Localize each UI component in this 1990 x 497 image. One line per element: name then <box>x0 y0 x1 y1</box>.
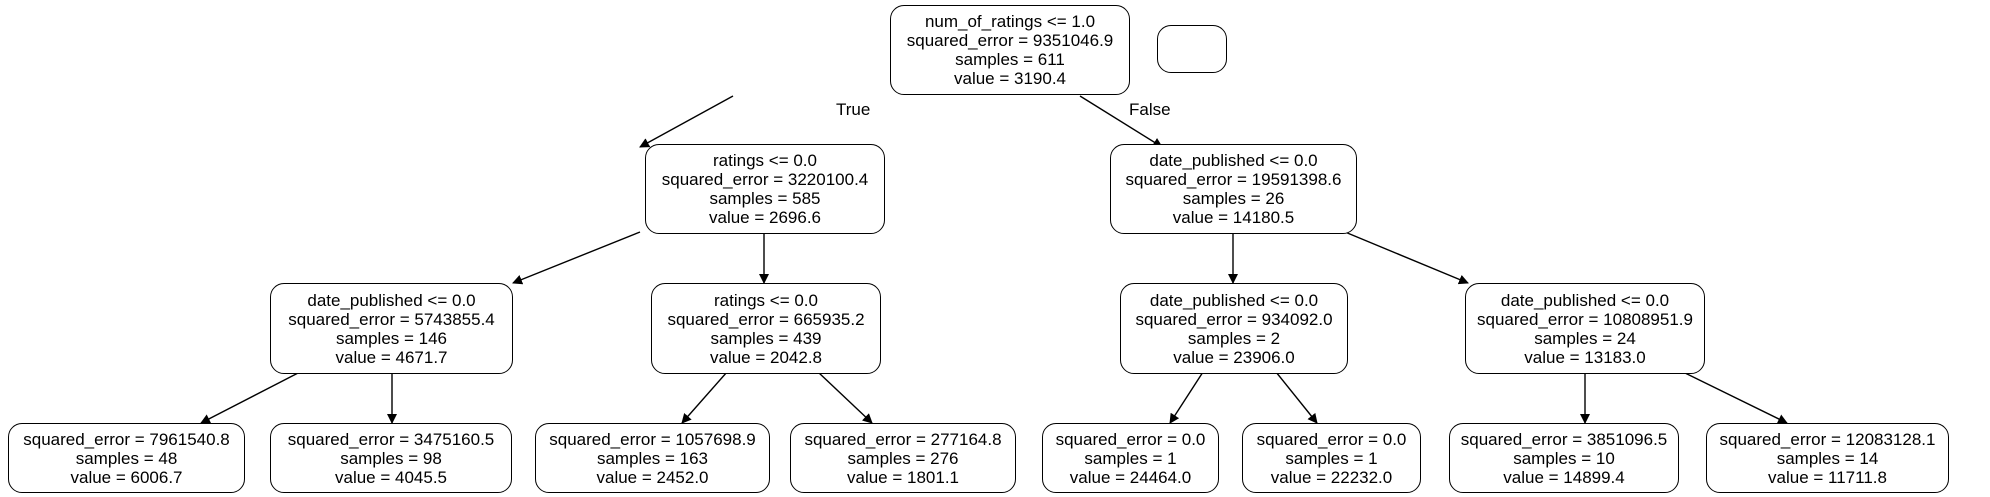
node-value: value = 24464.0 <box>1069 467 1192 487</box>
node-split-condition: date_published <= 0.0 <box>307 290 476 310</box>
tree-leaf-6: squared_error = 0.0 samples = 1 value = … <box>1242 423 1421 493</box>
tree-node-date-published-split: date_published <= 0.0 squared_error = 19… <box>1110 144 1357 234</box>
tree-leaf-7: squared_error = 3851096.5 samples = 10 v… <box>1449 423 1679 493</box>
node-split-condition: date_published <= 0.0 <box>1500 290 1670 310</box>
tree-leaf-4: squared_error = 277164.8 samples = 276 v… <box>790 423 1016 493</box>
node-value: value = 2696.6 <box>708 208 821 227</box>
tree-node-date-published-left: date_published <= 0.0 squared_error = 57… <box>270 283 513 374</box>
tree-node-date-published-right: date_published <= 0.0 squared_error = 10… <box>1465 283 1705 374</box>
edge-n4-l3 <box>681 371 728 424</box>
node-split-condition: ratings <= 0.0 <box>713 151 817 170</box>
edge-n3-l1 <box>200 371 301 424</box>
node-split-condition: date_published <= 0.0 <box>1149 151 1318 170</box>
node-split-condition: num_of_ratings <= 1.0 <box>924 12 1096 31</box>
node-value: value = 2452.0 <box>596 467 709 487</box>
node-squared-error: squared_error = 10808951.9 <box>1477 309 1693 329</box>
node-squared-error: squared_error = 9351046.9 <box>906 31 1114 50</box>
node-squared-error: squared_error = 19591398.6 <box>1125 170 1342 189</box>
node-squared-error: squared_error = 3851096.5 <box>1460 429 1668 449</box>
node-squared-error: squared_error = 1057698.9 <box>549 429 756 449</box>
node-squared-error: squared_error = 3220100.4 <box>661 170 869 189</box>
tree-node-ratings-split: ratings <= 0.0 squared_error = 3220100.4… <box>645 144 885 234</box>
node-squared-error: squared_error = 934092.0 <box>1135 309 1333 329</box>
tree-leaf-5: squared_error = 0.0 samples = 1 value = … <box>1042 423 1219 493</box>
edge-root-n2 <box>1079 95 1163 148</box>
node-value: value = 6006.7 <box>70 467 183 487</box>
node-samples: samples = 1 <box>1285 448 1378 468</box>
edge-n1-n3 <box>512 231 641 285</box>
edge-n5-l5 <box>1169 371 1204 424</box>
node-value: value = 1801.1 <box>846 467 959 487</box>
tree-leaf-2: squared_error = 3475160.5 samples = 98 v… <box>270 423 512 493</box>
node-samples: samples = 585 <box>709 189 821 208</box>
node-squared-error: squared_error = 665935.2 <box>667 309 865 329</box>
blank-legend-node <box>1157 25 1227 73</box>
node-samples: samples = 10 <box>1513 448 1615 468</box>
node-samples: samples = 98 <box>340 448 442 468</box>
node-squared-error: squared_error = 0.0 <box>1256 429 1407 449</box>
node-squared-error: squared_error = 5743855.4 <box>288 309 495 329</box>
node-value: value = 3190.4 <box>953 69 1066 88</box>
node-value: value = 14899.4 <box>1503 467 1625 487</box>
node-squared-error: squared_error = 3475160.5 <box>287 429 495 449</box>
tree-node-root: num_of_ratings <= 1.0 squared_error = 93… <box>890 5 1130 95</box>
node-samples: samples = 1 <box>1084 448 1177 468</box>
node-samples: samples = 14 <box>1776 448 1879 468</box>
edge-label-false: False <box>1129 100 1171 119</box>
node-value: value = 2042.8 <box>709 347 822 367</box>
node-samples: samples = 439 <box>710 328 822 348</box>
edge-n5-l6 <box>1275 371 1318 424</box>
node-value: value = 13183.0 <box>1524 347 1646 367</box>
node-squared-error: squared_error = 277164.8 <box>804 429 1002 449</box>
node-squared-error: squared_error = 0.0 <box>1055 429 1206 449</box>
node-samples: samples = 24 <box>1534 328 1636 348</box>
node-squared-error: squared_error = 7961540.8 <box>23 429 230 449</box>
tree-leaf-3: squared_error = 1057698.9 samples = 163 … <box>535 423 770 493</box>
tree-node-date-published-mid: date_published <= 0.0 squared_error = 93… <box>1120 283 1348 374</box>
tree-leaf-1: squared_error = 7961540.8 samples = 48 v… <box>8 423 245 493</box>
node-value: value = 14180.5 <box>1172 208 1295 227</box>
node-samples: samples = 48 <box>75 448 178 468</box>
node-samples: samples = 276 <box>847 448 959 468</box>
node-value: value = 23906.0 <box>1173 347 1295 367</box>
node-squared-error: squared_error = 12083128.1 <box>1719 429 1936 449</box>
edge-n4-l4 <box>817 371 873 424</box>
node-value: value = 4045.5 <box>334 467 447 487</box>
tree-node-ratings-inner: ratings <= 0.0 squared_error = 665935.2 … <box>651 283 881 374</box>
node-value: value = 22232.0 <box>1270 467 1393 487</box>
edge-n2-n6 <box>1344 231 1469 285</box>
node-samples: samples = 26 <box>1182 189 1285 208</box>
node-samples: samples = 163 <box>596 448 709 468</box>
tree-leaf-8: squared_error = 12083128.1 samples = 14 … <box>1706 423 1949 493</box>
edge-root-n1 <box>639 95 734 148</box>
node-samples: samples = 611 <box>955 50 1065 69</box>
node-samples: samples = 146 <box>335 328 448 348</box>
edge-label-true: True <box>836 100 871 119</box>
node-value: value = 11711.8 <box>1768 467 1887 487</box>
edge-n6-l8 <box>1682 371 1788 424</box>
node-samples: samples = 2 <box>1187 328 1281 348</box>
node-split-condition: date_published <= 0.0 <box>1149 290 1319 310</box>
node-value: value = 4671.7 <box>335 347 448 367</box>
node-split-condition: ratings <= 0.0 <box>714 290 818 310</box>
